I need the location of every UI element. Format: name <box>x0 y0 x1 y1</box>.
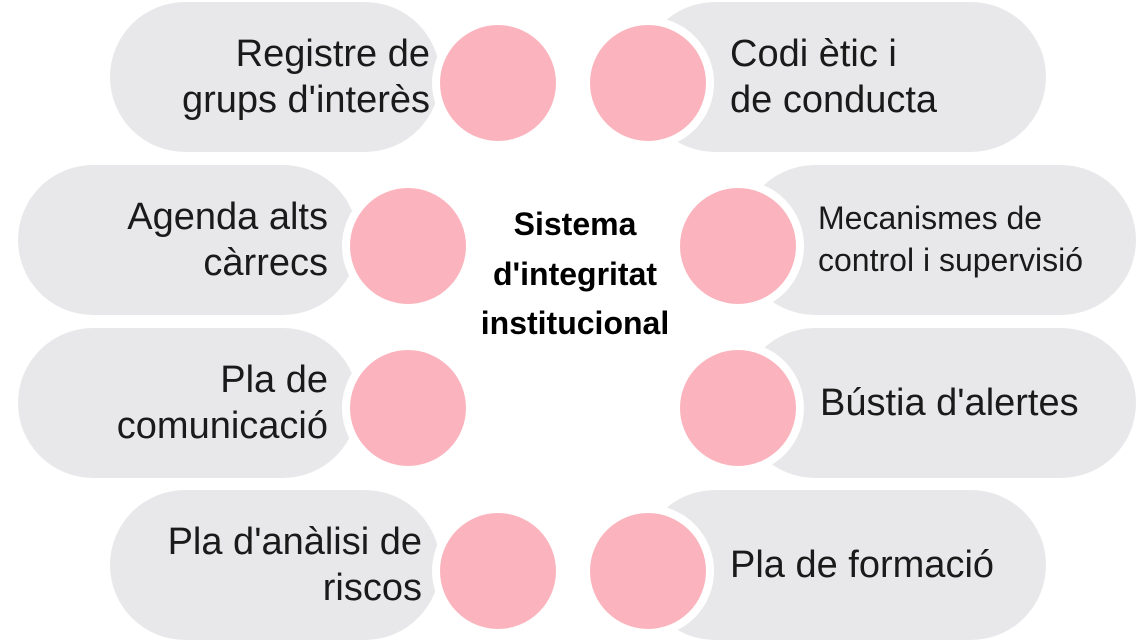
node-label: Pla de formació <box>730 543 995 586</box>
node-registre-grups-interes: Registre de grups d'interès <box>110 2 440 152</box>
node-marker-circle <box>342 180 474 312</box>
node-label: Codi ètic i de conducta <box>730 32 938 121</box>
node-marker-circle <box>342 342 474 474</box>
node-marker-circle <box>432 17 564 149</box>
node-label: Registre de grups d'interès <box>181 32 430 121</box>
node-bustia-alertes: Bústia d'alertes <box>740 328 1136 478</box>
node-pla-comunicacio: Pla de comunicació <box>18 328 358 478</box>
node-marker-circle <box>582 505 714 637</box>
node-label: Bústia d'alertes <box>820 381 1079 424</box>
node-label: Pla d'anàlisi de riscos <box>167 520 422 609</box>
node-marker-circle <box>672 342 804 474</box>
node-mecanismes-control: Mecanismes de control i supervisió <box>740 165 1136 315</box>
node-codi-etic-conducta: Codi ètic i de conducta <box>640 2 1046 152</box>
node-marker-circle <box>582 17 714 149</box>
node-label: Pla de comunicació <box>116 358 328 447</box>
node-label: Agenda alts càrrecs <box>127 195 328 284</box>
node-marker-circle <box>432 505 564 637</box>
node-pla-analisi-riscos: Pla d'anàlisi de riscos <box>110 490 440 640</box>
diagram-center-title: Sistema d'integritat institucional <box>480 206 670 342</box>
node-label: Mecanismes de control i supervisió <box>818 200 1083 278</box>
node-marker-circle <box>672 180 804 312</box>
node-agenda-alts-carrecs: Agenda alts càrrecs <box>18 165 358 315</box>
